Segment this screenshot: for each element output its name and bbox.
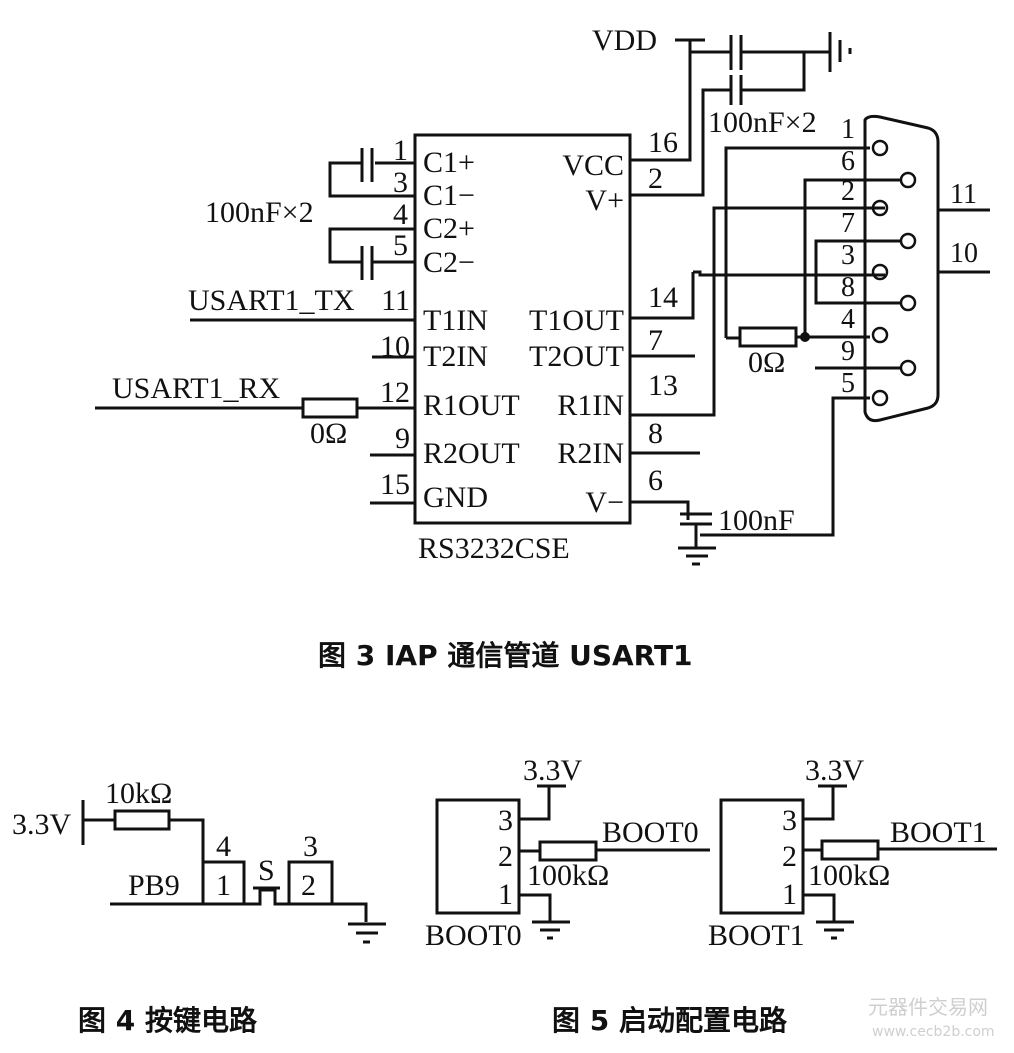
pin-num-5: 5 xyxy=(393,229,408,262)
bottom-cap-label: 100nF xyxy=(718,504,795,537)
pin-num-7: 7 xyxy=(648,324,663,357)
pin-label-t2in: T2IN xyxy=(423,340,488,373)
button-resistor-value: 10kΩ xyxy=(105,777,172,810)
boot1-supply-label: 3.3V xyxy=(805,754,865,787)
watermark-url: www.cecb2b.com xyxy=(872,1024,995,1040)
db9-pin-6: 6 xyxy=(841,146,855,177)
pin-num-3: 3 xyxy=(393,166,408,199)
pin-label-gnd: GND xyxy=(423,481,488,514)
boot0-resistor-value: 100kΩ xyxy=(527,859,609,892)
figure5-caption: 图 5 启动配置电路 xyxy=(552,1004,788,1037)
pin-label-vcc: VCC xyxy=(562,149,624,182)
db9-pin-8: 8 xyxy=(841,272,855,303)
top-cap-label: 100nF×2 xyxy=(708,106,817,139)
vminus-capacitor xyxy=(678,512,716,566)
button-switch-label: S xyxy=(258,854,275,887)
pin-label-t2out: T2OUT xyxy=(529,340,624,373)
boot0-part-label: BOOT0 xyxy=(425,919,522,952)
boot1-pin-3: 3 xyxy=(782,804,797,837)
pin-num-12: 12 xyxy=(380,376,410,409)
boot0-supply-label: 3.3V xyxy=(523,754,583,787)
button-signal-label: PB9 xyxy=(128,869,180,902)
boot0-pin-3: 3 xyxy=(498,804,513,837)
boot0-net-label: BOOT0 xyxy=(602,816,699,849)
boot1-net-label: BOOT1 xyxy=(890,816,987,849)
db9-connector xyxy=(863,114,990,423)
tx-label: USART1_TX xyxy=(188,284,355,317)
figure4-button-circuit xyxy=(81,800,386,944)
db9-pin-2: 2 xyxy=(841,176,855,207)
rx-label: USART1_RX xyxy=(112,372,281,405)
left-capacitors xyxy=(328,148,415,280)
pin-num-15: 15 xyxy=(380,468,410,501)
pullup-resistor xyxy=(113,809,171,831)
button-pad-2: 2 xyxy=(301,869,316,902)
pin-label-c1minus: C1− xyxy=(423,179,475,212)
pin-label-r1out: R1OUT xyxy=(423,389,520,422)
db9-pin-1: 1 xyxy=(841,114,855,145)
figure4-caption: 图 4 按键电路 xyxy=(78,1004,258,1037)
pin-label-vplus: V+ xyxy=(585,184,624,217)
pin-label-c1plus: C1+ xyxy=(423,146,475,179)
db9-shell-pin-10: 10 xyxy=(950,238,978,269)
boot1-pin-1: 1 xyxy=(782,878,797,911)
pin-label-c2minus: C2− xyxy=(423,246,475,279)
db9-shell-pin-11: 11 xyxy=(950,179,977,210)
pin-num-2: 2 xyxy=(648,162,663,195)
rx-resistor-value: 0Ω xyxy=(310,417,347,450)
pin-label-t1in: T1IN xyxy=(423,304,488,337)
top-capacitors xyxy=(630,32,852,197)
pin-label-vminus: V− xyxy=(585,486,624,519)
db9-pin-9: 9 xyxy=(841,336,855,367)
boot1-circuit xyxy=(719,784,997,940)
boot0-pin-1: 1 xyxy=(498,878,513,911)
db9-pin-5: 5 xyxy=(841,368,855,399)
pin-num-1: 1 xyxy=(393,134,408,167)
rx-resistor xyxy=(301,397,359,419)
pin-num-4: 4 xyxy=(393,198,408,231)
left-cap-label: 100nF×2 xyxy=(205,196,314,229)
button-pin-3: 3 xyxy=(303,830,318,863)
db9-wiring xyxy=(630,146,900,537)
boot0-pin-2: 2 xyxy=(498,840,513,873)
pin-num-8: 8 xyxy=(648,417,663,450)
pin-num-16: 16 xyxy=(648,126,678,159)
pin-num-11: 11 xyxy=(381,284,410,317)
rs3232-chip-body xyxy=(413,133,632,525)
pin-num-6: 6 xyxy=(648,464,663,497)
watermark-title: 元器件交易网 xyxy=(868,995,988,1019)
vdd-label: VDD xyxy=(592,24,657,57)
db9-pin-4: 4 xyxy=(841,304,855,335)
pin-num-14: 14 xyxy=(648,281,678,314)
boot1-resistor-value: 100kΩ xyxy=(808,859,890,892)
pin-num-13: 13 xyxy=(648,369,678,402)
button-pad-1: 1 xyxy=(216,869,231,902)
boot1-pin-2: 2 xyxy=(782,840,797,873)
figure3-caption: 图 3 IAP 通信管道 USART1 xyxy=(318,639,693,672)
boot1-part-label: BOOT1 xyxy=(708,919,805,952)
pin-label-c2plus: C2+ xyxy=(423,212,475,245)
button-supply-label: 3.3V xyxy=(12,808,72,841)
pin-num-9: 9 xyxy=(395,422,410,455)
figure3-usart1-circuit: C1+ C1− C2+ C2− T1IN T2IN R1OUT R2OUT GN… xyxy=(95,24,990,566)
db9-pin-7: 7 xyxy=(841,208,855,239)
db9-resistor-value: 0Ω xyxy=(748,346,785,379)
boot0-circuit xyxy=(435,784,710,940)
button-pin-4: 4 xyxy=(216,830,231,863)
pin-label-r2out: R2OUT xyxy=(423,437,520,470)
pin-label-r1in: R1IN xyxy=(557,389,624,422)
db9-pin-3: 3 xyxy=(841,240,855,271)
pin-label-r2in: R2IN xyxy=(557,437,624,470)
pin-label-t1out: T1OUT xyxy=(529,304,624,337)
chip-name: RS3232CSE xyxy=(418,532,570,565)
